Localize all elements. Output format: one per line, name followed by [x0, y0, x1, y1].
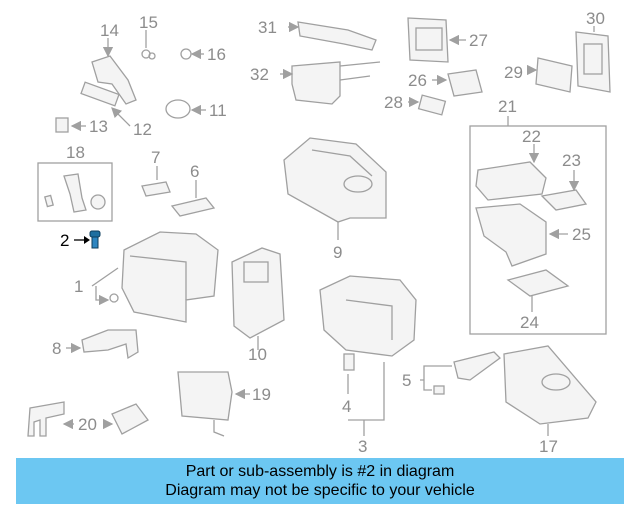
banner-line-part: Part or sub-assembly is #2 in diagram — [185, 463, 455, 480]
part-20-brackets[interactable]: 20 — [27, 401, 149, 437]
callout-4: 4 — [342, 397, 351, 416]
callout-6: 6 — [190, 162, 199, 181]
callout-7: 7 — [151, 148, 160, 167]
info-banner: Part or sub-assembly is #2 in diagram Di… — [16, 458, 624, 504]
callout-31: 31 — [258, 18, 277, 37]
part-5-bracket[interactable]: 5 — [402, 351, 501, 395]
part-7-pad[interactable]: 7 — [141, 148, 171, 197]
part-16-clip[interactable]: 16 — [180, 45, 226, 64]
part-4-clip[interactable]: 4 — [342, 353, 355, 416]
part-28-switch[interactable]: 28 — [384, 93, 447, 116]
part-27-bezel[interactable]: 27 — [407, 17, 488, 63]
callout-12: 12 — [133, 120, 152, 139]
callout-14: 14 — [100, 21, 119, 40]
part-14-bracket[interactable]: 14 — [91, 21, 137, 105]
callout-11: 11 — [209, 101, 227, 120]
part-13-clip[interactable]: 13 — [55, 117, 108, 136]
callout-18: 18 — [66, 143, 85, 162]
callout-1: 1 — [74, 277, 83, 296]
part-22-lid[interactable]: 22 — [475, 127, 547, 201]
part-8-duct[interactable]: 8 — [52, 329, 139, 360]
parts-diagram: 14 15 16 12 11 13 18 — [27, 9, 611, 456]
part-9-console[interactable]: 9 — [283, 137, 387, 262]
part-30-panel[interactable]: 30 — [575, 9, 611, 93]
callout-28: 28 — [384, 93, 403, 112]
part-15-clip[interactable]: 15 — [139, 13, 158, 60]
part-26-module[interactable]: 26 — [408, 69, 483, 97]
callout-26: 26 — [408, 71, 427, 90]
part-12-pad[interactable]: 12 — [80, 81, 152, 139]
part-11-ring[interactable]: 11 — [165, 99, 227, 120]
callout-3: 3 — [358, 437, 367, 456]
banner-line-disclaimer: Diagram may not be specific to your vehi… — [165, 482, 475, 499]
callout-9: 9 — [333, 243, 342, 262]
callout-24: 24 — [520, 313, 539, 332]
callout-20: 20 — [78, 415, 97, 434]
callout-16: 16 — [207, 45, 226, 64]
part-23-hinge[interactable]: 23 — [540, 151, 588, 211]
callout-23: 23 — [562, 151, 581, 170]
callout-13: 13 — [89, 117, 108, 136]
part-1-housing[interactable]: 1 — [74, 231, 219, 323]
callout-8: 8 — [52, 339, 61, 358]
callout-21: 21 — [498, 97, 517, 116]
callout-27: 27 — [469, 31, 488, 50]
part-18-kit[interactable]: 18 — [37, 143, 113, 222]
part-3-frame[interactable]: 3 — [319, 275, 417, 456]
part-31-lid[interactable]: 31 — [258, 18, 377, 51]
part-29-display[interactable]: 29 — [504, 57, 573, 93]
part-6-mat[interactable]: 6 — [170, 162, 216, 217]
callout-2: 2 — [60, 231, 69, 250]
callout-29: 29 — [504, 63, 523, 82]
callout-22: 22 — [522, 127, 541, 146]
callout-15: 15 — [139, 13, 158, 32]
callout-32: 32 — [250, 65, 269, 84]
callout-19: 19 — [252, 385, 271, 404]
part-19-tray[interactable]: 19 — [177, 371, 271, 437]
callout-17: 17 — [539, 437, 558, 456]
callout-5: 5 — [402, 371, 411, 390]
part-32-base[interactable]: 32 — [250, 61, 381, 105]
callout-30: 30 — [586, 9, 605, 28]
part-2-screw[interactable]: 2 — [60, 230, 101, 250]
part-10-panel[interactable]: 10 — [231, 247, 285, 364]
part-25-bin[interactable]: 25 — [475, 203, 591, 267]
part-21-group[interactable]: 21 — [469, 97, 607, 335]
part-24-mat[interactable]: 24 — [506, 269, 570, 332]
callout-25: 25 — [572, 225, 591, 244]
callout-10: 10 — [248, 345, 267, 364]
part-17-tray[interactable]: 17 — [503, 345, 597, 456]
